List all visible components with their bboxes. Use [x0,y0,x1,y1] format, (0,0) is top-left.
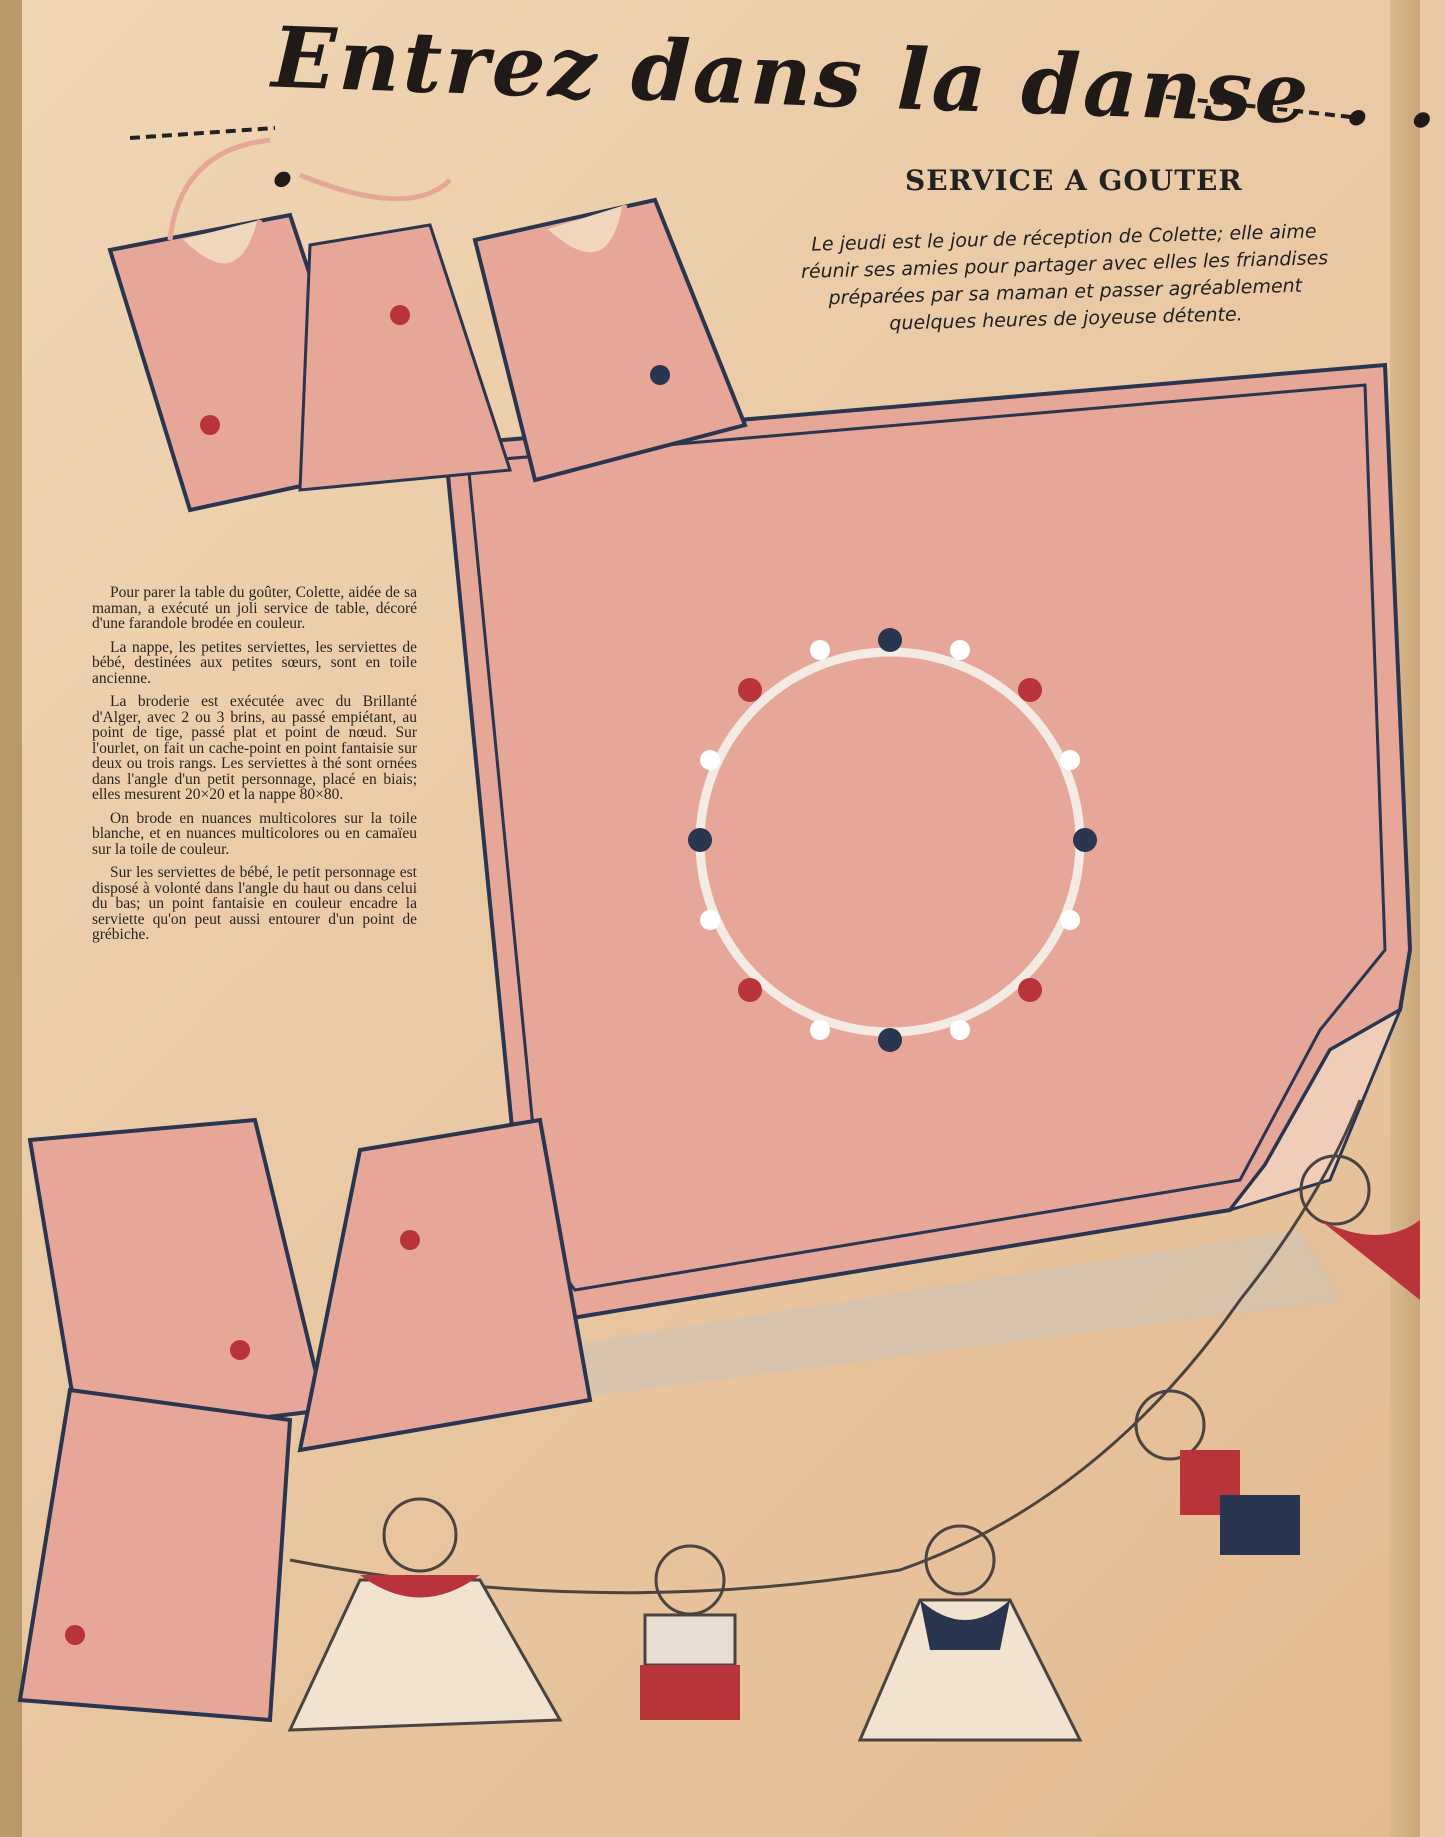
page-edge-left [0,0,22,1837]
paragraph: La nappe, les petites serviettes, les se… [92,638,417,687]
article-body: Pour parer la table du goûter, Colette, … [92,585,417,951]
section-heading: SERVICE A GOUTER [905,164,1243,197]
title-dash-left [129,126,276,140]
paragraph: La broderie est exécutée avec du Brillan… [92,693,417,803]
page-title: Entrez dans la danse . . . [266,7,1442,207]
bib-bottom-3 [17,1387,293,1723]
bib-ties [167,137,452,241]
bib-top-3 [472,197,748,483]
tablecloth [442,362,1413,1323]
intro-text: Le jeudi est le jour de réception de Col… [800,220,1329,335]
shadow [470,1230,1340,1400]
farandole-figures [688,628,1097,1052]
bib-top-2 [298,223,513,492]
bib-bottom-2 [297,1117,593,1453]
paragraph: Pour parer la table du goûter, Colette, … [92,584,417,632]
paragraph: On brode en nuances multicolores sur la … [92,809,417,858]
embroidered-dancers [287,1099,1420,1742]
title-dash-right [1149,93,1361,120]
paragraph: Sur les serviettes de bébé, le petit per… [92,864,417,943]
